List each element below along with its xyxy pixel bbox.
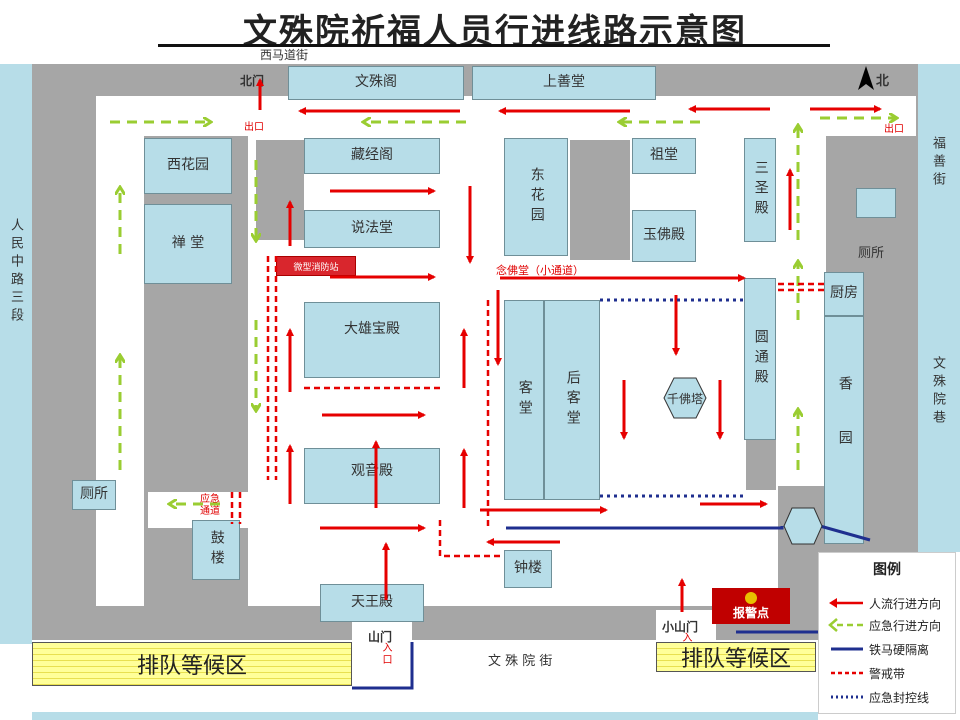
label-entrance-main: 入口	[380, 642, 391, 666]
street-east-top: 福善街	[930, 136, 945, 190]
street-east-bottom: 文殊院巷	[930, 356, 945, 428]
building-shuofatang: 说法堂	[304, 210, 440, 248]
iron-barrier	[819, 524, 871, 542]
label-xiaoshanmen: 小山门	[662, 620, 699, 634]
street-north: 西马道街	[260, 48, 309, 62]
building-daxiongbaodian: 大雄宝殿	[304, 302, 440, 378]
building-guanyindian: 观音殿	[304, 448, 440, 504]
legend-item-barrier: 铁马硬隔离	[827, 639, 955, 659]
east-walkway-lower	[776, 286, 824, 486]
north-arrow-icon	[858, 66, 874, 90]
building-houketang: 后客堂	[544, 300, 600, 500]
iron-barrier	[506, 526, 784, 530]
building-yuantongdian: 圆通殿	[744, 278, 776, 440]
legend-item-emergency: 应急行进方向	[827, 615, 955, 635]
legend-label: 铁马硬隔离	[869, 643, 930, 657]
building-wenshuge: 文殊阁	[288, 66, 464, 100]
red-arrow-icon	[829, 598, 863, 608]
legend: 图例 人流行进方向 应急行进方向 铁马硬隔离 警戒带 应急封控线	[818, 552, 956, 714]
iron-barrier	[352, 642, 414, 690]
north-walkway	[96, 96, 916, 136]
building-cesuo-west: 厕所	[72, 480, 116, 510]
label-exit-north: 出口	[244, 122, 264, 133]
building-gulou: 鼓楼	[192, 520, 240, 580]
green-dashed-arrow-icon	[828, 618, 863, 632]
building-chantang: 禅 堂	[144, 204, 232, 284]
people-flow-arrows	[256, 78, 882, 612]
label-fire-station: 微型消防站	[293, 262, 339, 273]
shanmen-opening	[352, 620, 412, 640]
queue-zone-east: 排队等候区	[656, 642, 816, 672]
building-sanshengdian: 三圣殿	[744, 138, 776, 242]
qianfota-shape	[663, 377, 707, 419]
queue-zone-west: 排队等候区	[32, 642, 352, 686]
legend-label: 警戒带	[869, 667, 906, 681]
building-zhonglou: 钟楼	[504, 550, 552, 588]
street-west: 人民中路三段	[8, 218, 23, 326]
south-street-strip	[32, 712, 818, 720]
west-walkway	[96, 96, 144, 606]
emergency-arrows	[110, 118, 896, 504]
building-shangshantang: 上善堂	[472, 66, 656, 100]
xiaoshanmen-opening	[656, 610, 716, 640]
legend-item-people-flow: 人流行进方向	[827, 593, 955, 613]
police-emblem-icon	[745, 591, 757, 604]
legend-item-control-line: 应急封控线	[827, 687, 955, 707]
title-underline	[158, 44, 830, 47]
courtyard-block-nw	[256, 140, 304, 240]
courtyard-block-ne	[570, 140, 630, 260]
police-point-badge: 报警点	[712, 588, 790, 624]
west-street-strip	[0, 64, 32, 644]
label-north-arrow: 北	[876, 74, 890, 89]
emergency-control-lines	[600, 298, 744, 498]
east-small-block	[856, 188, 896, 218]
legend-label: 应急封控线	[869, 691, 930, 705]
building-chufang: 厨房	[824, 272, 864, 316]
navy-dotted-line-icon	[831, 695, 863, 699]
warning-tape-lines	[230, 256, 824, 558]
label-qianfota: 千佛塔	[666, 392, 703, 406]
label-police-point: 报警点	[732, 605, 769, 620]
east-hexagon-pavilion	[783, 507, 823, 545]
building-zutang: 祖堂	[632, 138, 696, 174]
label-emergency-passage: 应急通道	[200, 494, 220, 517]
label-exit-east: 出口	[884, 124, 904, 135]
legend-label: 应急行进方向	[869, 619, 942, 633]
label-shanmen: 山门	[368, 630, 393, 644]
legend-item-warning-tape: 警戒带	[827, 663, 955, 683]
building-ketang: 客堂	[504, 300, 544, 500]
street-south: 文 殊 院 街	[488, 654, 553, 669]
east-street-strip	[918, 64, 960, 552]
navy-solid-line-icon	[831, 647, 863, 651]
warning-tape	[438, 520, 502, 558]
label-nianfotang: 念佛堂（小通道）	[496, 264, 584, 277]
label-cesuo-east: 厕所	[858, 246, 885, 261]
courtyard-block-e	[746, 440, 776, 490]
building-zangjingge: 藏经阁	[304, 138, 440, 174]
legend-label: 人流行进方向	[869, 597, 942, 611]
iron-barrier-lines	[352, 524, 871, 690]
building-xihuayuan: 西花园	[144, 138, 232, 194]
legend-title: 图例	[873, 562, 901, 578]
building-yufodian: 玉佛殿	[632, 210, 696, 262]
building-tianwangdian: 天王殿	[320, 584, 424, 622]
label-east-gate: 侧门	[882, 102, 904, 115]
red-dashed-line-icon	[831, 671, 863, 675]
building-xiangyuan: 香园	[824, 316, 864, 544]
building-donghuayuan: 东花园	[504, 138, 568, 256]
